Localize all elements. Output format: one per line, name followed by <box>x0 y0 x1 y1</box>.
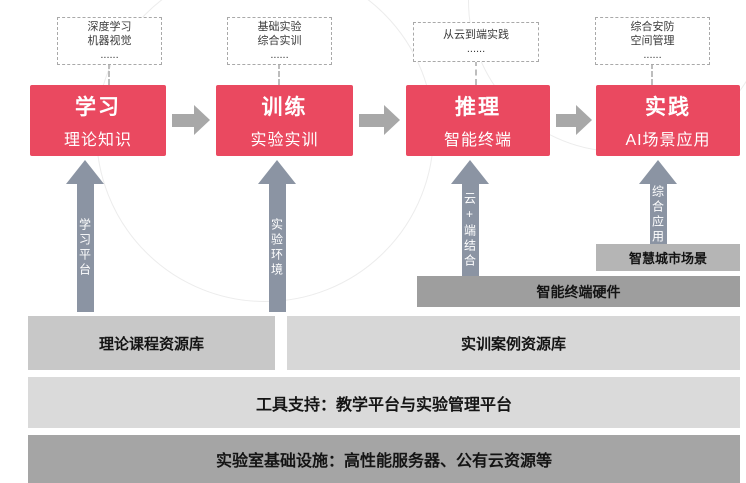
note-line: ...... <box>466 43 486 55</box>
arrow-shaft <box>359 113 384 127</box>
up-arrow-comprehensive-application: 综合应用 <box>639 160 677 245</box>
stage-title: 训练 <box>261 96 308 119</box>
dashed-connector <box>475 60 477 85</box>
up-arrow-label: 实验环境 <box>269 218 284 278</box>
training-case-library-box: 实训案例资源库 <box>287 316 740 370</box>
note-line: 深度学习 <box>87 21 132 33</box>
note-security-management: 综合安防 空间管理 ...... <box>595 17 710 65</box>
theory-resource-library-box: 理论课程资源库 <box>28 316 275 370</box>
note-line: ...... <box>643 49 662 61</box>
arrow-head <box>66 160 104 184</box>
note-line: 机器视觉 <box>87 35 132 47</box>
dashed-connector <box>278 63 280 85</box>
note-basic-experiments: 基础实验 综合实训 ...... <box>227 17 332 65</box>
arrow-head <box>639 160 677 184</box>
terminal-hardware-box: 智能终端硬件 <box>417 276 740 307</box>
stage-inference: 推理 智能终端 <box>406 85 550 156</box>
note-cloud-to-edge: 从云到端实践 ...... <box>413 22 539 62</box>
note-line: 空间管理 <box>630 35 675 47</box>
arrow-head <box>384 105 400 135</box>
right-arrow-icon <box>172 105 210 135</box>
up-arrow-experiment-environment: 实验环境 <box>258 160 296 312</box>
note-line: 综合实训 <box>257 35 302 47</box>
up-arrow-label: 学习平台 <box>77 218 92 278</box>
lab-infrastructure-bar: 实验室基础设施：高性能服务器、公有云资源等 <box>28 435 740 483</box>
up-arrow-label: 综合应用 <box>650 184 665 245</box>
up-arrow-learning-platform: 学习平台 <box>66 160 104 312</box>
stage-subtitle: 理论知识 <box>63 132 132 149</box>
stage-title: 实践 <box>645 96 691 119</box>
note-line: 综合安防 <box>630 21 675 33</box>
arrow-head <box>258 160 296 184</box>
note-line: 从云到端实践 <box>443 29 509 41</box>
arrow-shaft: 综合应用 <box>649 184 667 245</box>
tools-support-bar: 工具支持：教学平台与实验管理平台 <box>28 377 740 428</box>
stage-subtitle: 实验实训 <box>250 132 319 149</box>
stage-practice: 实践 AI场景应用 <box>596 85 740 156</box>
arrow-head <box>194 105 210 135</box>
arrow-head <box>451 160 489 184</box>
dashed-connector <box>651 63 653 85</box>
up-arrow-cloud-edge: 云+端结合 <box>451 160 489 277</box>
arrow-shaft <box>556 113 576 127</box>
arrow-shaft <box>172 113 194 127</box>
right-arrow-icon <box>556 105 592 135</box>
arrow-shaft: 实验环境 <box>268 184 286 312</box>
arrow-shaft: 学习平台 <box>76 184 94 312</box>
right-arrow-icon <box>359 105 400 135</box>
stage-learning: 学习 理论知识 <box>30 85 166 156</box>
stage-title: 学习 <box>75 96 121 119</box>
dashed-connector <box>108 63 110 85</box>
arrow-head <box>576 105 592 135</box>
note-line: ...... <box>270 49 289 61</box>
stage-subtitle: AI场景应用 <box>625 132 711 149</box>
note-line: ...... <box>100 49 119 61</box>
smart-city-scenario-box: 智慧城市场景 <box>596 244 740 271</box>
up-arrow-label: 云+端结合 <box>462 192 477 269</box>
stage-subtitle: 智能终端 <box>443 132 512 149</box>
note-deep-learning: 深度学习 机器视觉 ...... <box>57 17 162 65</box>
stage-training: 训练 实验实训 <box>216 85 353 156</box>
note-line: 基础实验 <box>257 21 302 33</box>
stage-title: 推理 <box>455 96 501 119</box>
arrow-shaft: 云+端结合 <box>461 184 479 277</box>
